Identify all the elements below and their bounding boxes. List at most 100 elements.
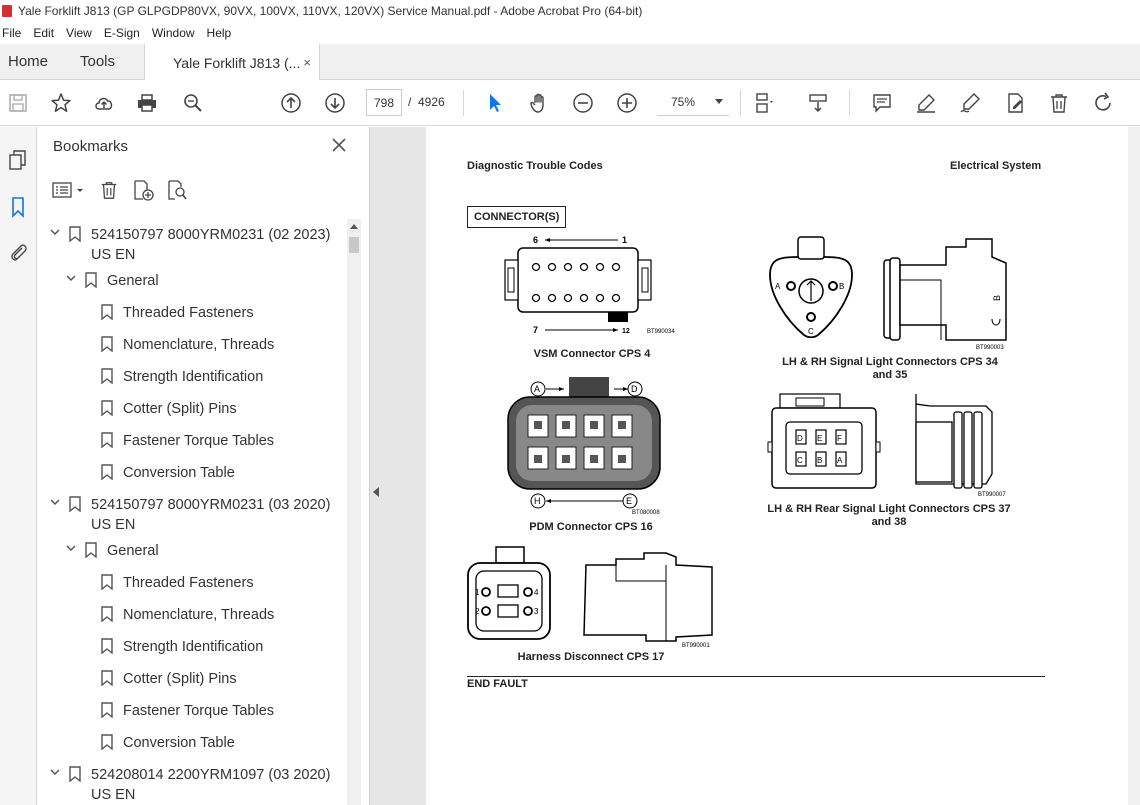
pin-label: E <box>626 496 632 506</box>
pin-label: C <box>797 456 803 465</box>
chevron-down-icon[interactable] <box>65 272 79 287</box>
menu-edit[interactable]: Edit <box>33 26 55 40</box>
pin-label: 1 <box>622 235 627 245</box>
bookmark-item[interactable]: 524150797 8000YRM0231 (02 2023) US EN <box>49 225 339 265</box>
tab-home[interactable]: Home <box>8 53 49 70</box>
pin-label: D <box>797 434 803 443</box>
scroll-mode-icon[interactable] <box>806 91 830 115</box>
rotate-redo-icon[interactable] <box>1091 91 1115 115</box>
fit-page-icon[interactable] <box>752 91 776 115</box>
figure-caption: Harness Disconnect CPS 17 <box>517 651 665 663</box>
bookmark-label: 524150797 8000YRM0231 (02 2023) US EN <box>91 227 331 263</box>
zoom-out-icon[interactable] <box>571 91 595 115</box>
bookmark-icon <box>69 496 81 512</box>
select-cursor-icon[interactable] <box>483 91 507 115</box>
menu-help[interactable]: Help <box>206 26 232 40</box>
save-icon[interactable] <box>6 91 30 115</box>
star-bookmark-icon[interactable] <box>49 91 73 115</box>
bookmark-icon <box>101 670 113 686</box>
scroll-up-arrow-icon[interactable] <box>350 224 358 229</box>
bookmark-item[interactable]: General <box>65 271 159 291</box>
harness-disconnect-figure: 1 4 2 3 BT990001 <box>466 545 726 655</box>
tab-close-icon[interactable]: × <box>303 55 311 70</box>
bookmark-icon <box>101 734 113 750</box>
end-fault-label: END FAULT <box>467 678 528 690</box>
tab-document[interactable]: Yale Forklift J813 (... × <box>144 44 320 81</box>
bookmark-icon <box>85 272 97 288</box>
delete-trash-icon[interactable] <box>1047 91 1071 115</box>
figure-caption: PDM Connector CPS 16 <box>529 521 653 533</box>
bookmarks-scrollbar[interactable] <box>347 219 361 805</box>
figure-code: BT990034 <box>647 329 675 335</box>
pin-label: B <box>817 456 822 465</box>
menu-esign[interactable]: E-Sign <box>103 26 140 40</box>
new-bookmark-icon[interactable] <box>131 178 155 202</box>
chevron-down-icon[interactable] <box>65 542 79 557</box>
hand-tool-icon[interactable] <box>527 91 551 115</box>
bookmark-item[interactable]: Conversion Table <box>101 733 235 753</box>
cloud-upload-icon[interactable] <box>92 91 116 115</box>
left-icon-rail <box>0 127 37 805</box>
figure-caption: LH & RH Rear Signal Light Connectors CPS… <box>767 503 1011 528</box>
pin-label: C <box>808 327 814 336</box>
bookmarks-panel-icon[interactable] <box>5 194 31 220</box>
bookmark-item[interactable]: Strength Identification <box>101 637 263 657</box>
chevron-down-icon[interactable] <box>49 226 63 241</box>
attachments-paperclip-icon[interactable] <box>5 239 31 265</box>
document-scrollbar[interactable] <box>1128 127 1140 805</box>
chevron-down-icon[interactable] <box>49 496 63 511</box>
find-bookmark-icon[interactable] <box>165 178 189 202</box>
bookmark-label: General <box>107 543 159 559</box>
menu-window[interactable]: Window <box>151 26 195 40</box>
collapse-panel-arrow-icon[interactable] <box>373 487 379 497</box>
print-icon[interactable] <box>135 91 159 115</box>
menu-file[interactable]: File <box>2 26 22 40</box>
scrollbar-thumb[interactable] <box>349 237 359 253</box>
bookmark-item[interactable]: 524150797 8000YRM0231 (03 2020) US EN <box>49 495 339 535</box>
bookmark-item[interactable]: Conversion Table <box>101 463 235 483</box>
comment-icon[interactable] <box>870 91 894 115</box>
zoom-search-icon[interactable] <box>181 91 205 115</box>
zoom-level-dropdown[interactable]: 75% <box>657 89 729 116</box>
menu-view[interactable]: View <box>66 26 92 40</box>
bookmark-icon <box>69 766 81 782</box>
main-toolbar: 798 / 4926 75% <box>0 80 1140 126</box>
bookmark-icon <box>101 638 113 654</box>
previous-page-icon[interactable] <box>279 91 303 115</box>
edit-document-icon[interactable] <box>1003 91 1027 115</box>
close-icon[interactable] <box>331 136 347 159</box>
pin-label: D <box>631 384 638 394</box>
bookmark-item[interactable]: Fastener Torque Tables <box>101 431 274 451</box>
bookmarks-toolbar <box>51 177 199 203</box>
window-title: Yale Forklift J813 (GP GLPGDP80VX, 90VX,… <box>18 4 643 18</box>
bookmark-item[interactable]: Strength Identification <box>101 367 263 387</box>
pdm-connector-figure: A D H <box>506 375 686 525</box>
bookmark-item[interactable]: Fastener Torque Tables <box>101 701 274 721</box>
bookmark-label: Strength Identification <box>123 369 264 385</box>
bookmark-label: Threaded Fasteners <box>123 575 254 591</box>
bookmark-label: Nomenclature, Threads <box>123 337 275 353</box>
delete-bookmark-icon[interactable] <box>97 178 121 202</box>
zoom-in-icon[interactable] <box>615 91 639 115</box>
bookmark-item[interactable]: Cotter (Split) Pins <box>101 399 237 419</box>
bookmark-item[interactable]: Threaded Fasteners <box>101 303 254 323</box>
tab-tools[interactable]: Tools <box>80 53 116 70</box>
pin-label: 4 <box>534 588 539 597</box>
bookmark-item[interactable]: General <box>65 541 159 561</box>
page-header-right: Electrical System <box>950 160 1042 172</box>
bookmark-item[interactable]: Nomenclature, Threads <box>101 335 274 355</box>
bookmark-item[interactable]: Threaded Fasteners <box>101 573 254 593</box>
page-number-input[interactable]: 798 <box>366 89 402 116</box>
bookmark-item[interactable]: Nomenclature, Threads <box>101 605 274 625</box>
bookmark-item[interactable]: 524208014 2200YRM1097 (03 2020) US EN <box>49 765 339 805</box>
bookmark-options-icon[interactable] <box>51 178 87 202</box>
sign-pen-icon[interactable] <box>958 91 982 115</box>
tab-document-label: Yale Forklift J813 (... <box>173 54 301 71</box>
pdf-page: Diagnostic Trouble Codes Electrical Syst… <box>426 127 1128 805</box>
highlight-pen-icon[interactable] <box>914 91 938 115</box>
chevron-down-icon[interactable] <box>49 766 63 781</box>
bookmark-label: Conversion Table <box>123 465 235 481</box>
page-thumbnails-icon[interactable] <box>5 147 31 173</box>
bookmark-item[interactable]: Cotter (Split) Pins <box>101 669 237 689</box>
next-page-icon[interactable] <box>323 91 347 115</box>
